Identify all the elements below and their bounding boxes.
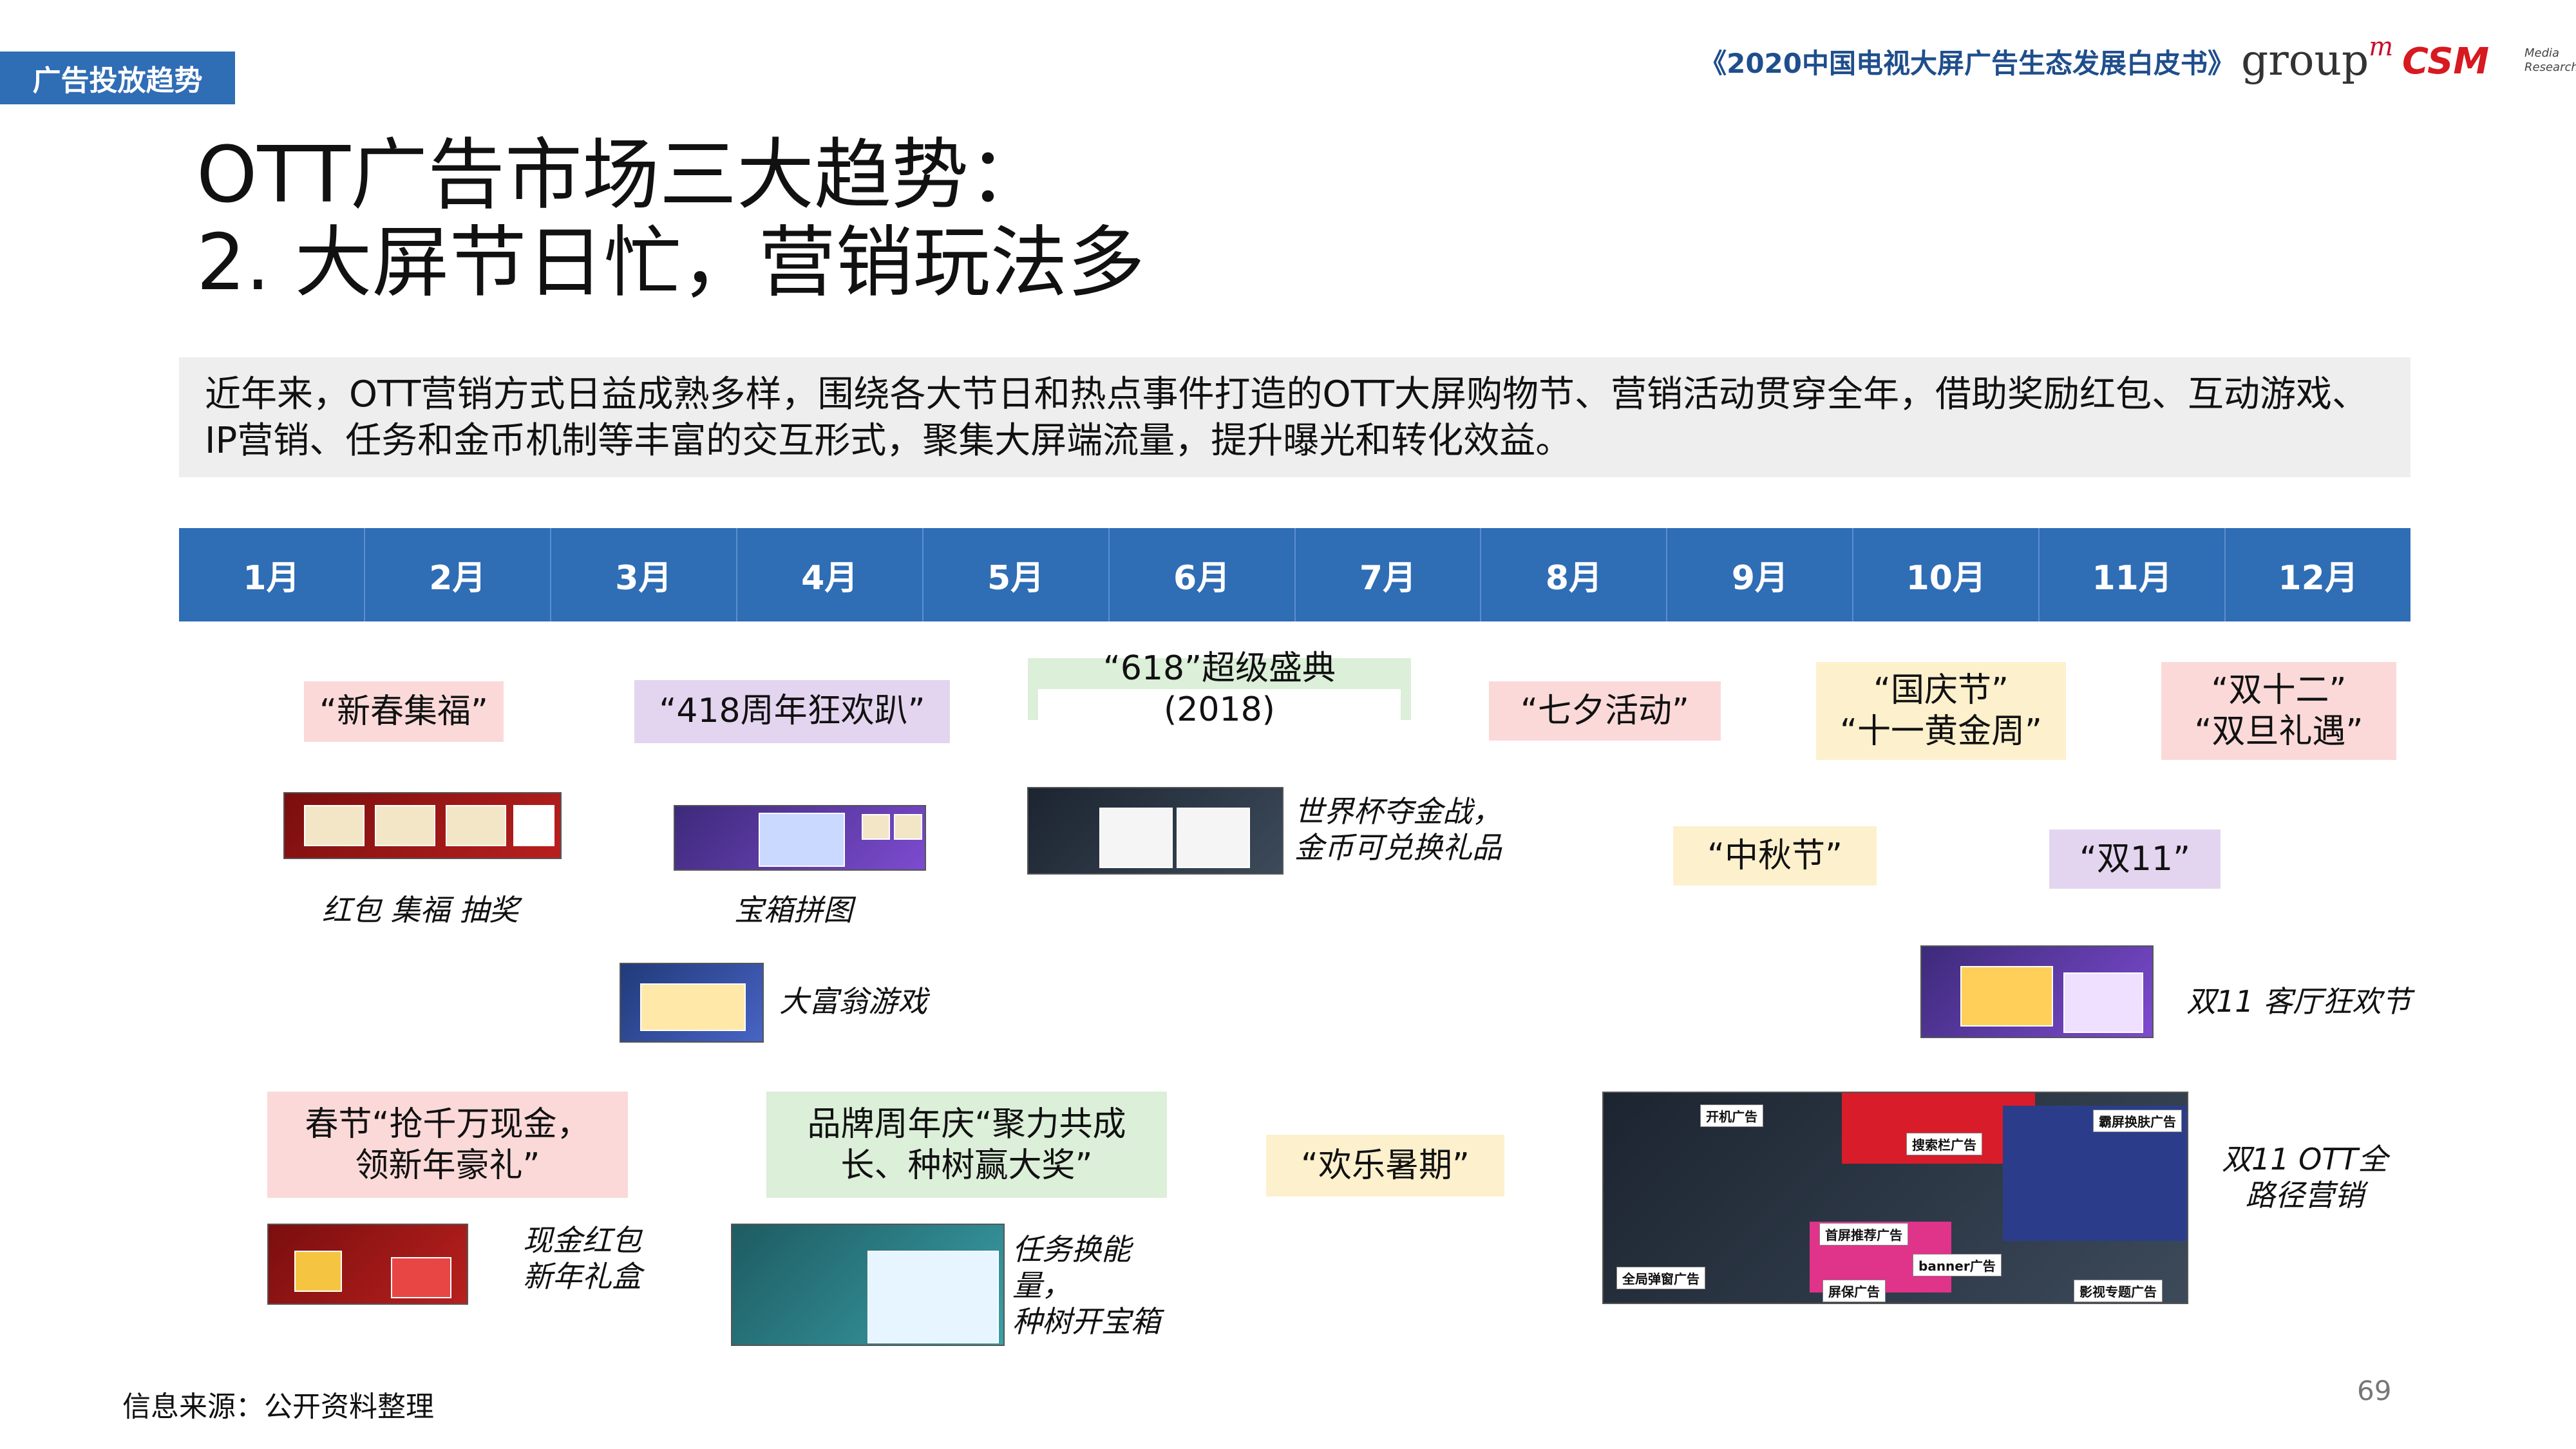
screenshot-renwu (731, 1224, 1005, 1346)
thumb-tile (446, 805, 506, 846)
qr-code-icon (513, 805, 554, 846)
thumb-tile (294, 1251, 342, 1292)
event-guoqing-line1: “国庆节” (1873, 671, 2009, 710)
month-timeline: 1月 2月 3月 4月 5月 6月 7月 8月 9月 10月 11月 12月 (179, 528, 2410, 621)
thumb-tile (759, 813, 845, 867)
month-10: 10月 (1852, 528, 2038, 621)
screenshot-s11-keting (1920, 945, 2154, 1038)
screenshot-s11-ott-collage: 开机广告 搜索栏广告 霸屏换肤广告 首屏推荐广告 全局弹窗广告 屏保广告 ban… (1602, 1092, 2188, 1304)
caption-s11-keting: 双11 客厅狂欢节 (2186, 984, 2412, 1019)
month-5: 5月 (922, 528, 1108, 621)
month-7: 7月 (1294, 528, 1481, 621)
caption-renwu-line1: 任务换能 (1012, 1232, 1131, 1267)
event-618-line1: “618”超级盛典 (1103, 649, 1336, 688)
page-number: 69 (2357, 1375, 2392, 1406)
screenshot-shijiebei (1027, 787, 1283, 875)
page-title-line1: OTT广告市场三大趋势： (196, 131, 1046, 220)
caption-s11-ott-line2: 路径营销 (2245, 1178, 2364, 1213)
event-shuang11: “双11” (2049, 829, 2221, 889)
thumb-tile (1099, 808, 1173, 868)
page-title: OTT广告市场三大趋势： 2. 大屏节日忙，营销玩法多 (196, 132, 1484, 307)
ott-label-pingbao: 屏保广告 (1823, 1280, 1886, 1302)
section-tag: 广告投放趋势 (0, 52, 235, 104)
caption-s11-ott-line1: 双11 OTT全 (2222, 1142, 2388, 1177)
csm-sub-media: Media (2524, 46, 2560, 60)
source-note: 信息来源：公开资料整理 (122, 1390, 434, 1423)
month-2: 2月 (363, 528, 550, 621)
ott-label-quanju: 全局弹窗广告 (1616, 1267, 1705, 1289)
ott-label-shouping: 首屏推荐广告 (1819, 1223, 1908, 1245)
thumb-tile (867, 1251, 999, 1343)
thumb-tile (640, 983, 746, 1031)
caption-dafuweng: 大富翁游戏 (779, 984, 927, 1019)
event-618-line2: (2018) (1038, 689, 1401, 730)
event-shuang12: “双十二” “双旦礼遇” (2161, 662, 2396, 760)
caption-xianjin-line1: 现金红包 (523, 1223, 641, 1258)
thumb-tile (894, 814, 922, 840)
thumb-tile (862, 814, 890, 840)
caption-xianjin: 现金红包 新年礼盒 (523, 1222, 641, 1294)
csm-logo-subtitle: Media Research (2524, 46, 2576, 85)
month-1: 1月 (243, 559, 300, 598)
ott-label-banner: banner广告 (1913, 1254, 2002, 1276)
month-4: 4月 (735, 528, 922, 621)
groupm-logo-sup: m (2369, 32, 2394, 62)
thumb-tile (391, 1257, 451, 1298)
csm-logo: CSM (2402, 40, 2490, 82)
thumb-tile (1960, 966, 2053, 1027)
event-guoqing-line2: “十一黄金周” (1840, 712, 2042, 751)
month-6: 6月 (1108, 528, 1294, 621)
month-3: 3月 (549, 528, 736, 621)
screenshot-hongbao (283, 792, 562, 859)
ott-label-yingshi: 影视专题广告 (2074, 1280, 2163, 1302)
csm-sub-research: Research (2524, 61, 2576, 74)
thumb-tile (2063, 972, 2143, 1033)
ott-label-sousuo: 搜索栏广告 (1906, 1133, 1982, 1155)
month-9: 9月 (1666, 528, 1852, 621)
intro-text: 近年来，OTT营销方式日益成熟多样，围绕各大节日和热点事件打造的OTT大屏购物节… (179, 357, 2410, 477)
thumb-tile (304, 805, 365, 846)
caption-shijiebei: 世界杯夺金战， 金币可兑换礼品 (1294, 793, 1502, 866)
event-618: “618”超级盛典 (2018) (1028, 649, 1411, 730)
caption-renwu-line3: 种树开宝箱 (1012, 1304, 1160, 1339)
caption-renwu: 任务换能 量， 种树开宝箱 (1012, 1231, 1160, 1340)
page-title-line2: 2. 大屏节日忙，营销玩法多 (196, 218, 1145, 308)
ott-label-bapin: 霸屏换肤广告 (2093, 1110, 2182, 1132)
event-shuqi: “欢乐暑期” (1266, 1135, 1504, 1197)
groupm-logo-text: group (2241, 35, 2369, 85)
event-pinpai: 品牌周年庆“聚力共成 长、种树赢大奖” (766, 1092, 1167, 1198)
event-pinpai-line1: 品牌周年庆“聚力共成 (807, 1104, 1126, 1144)
event-guoqing: “国庆节” “十一黄金周” (1816, 662, 2066, 760)
event-pinpai-line2: 长、种树赢大奖” (840, 1146, 1093, 1185)
caption-renwu-line2: 量， (1012, 1268, 1072, 1303)
screenshot-baoxiang (674, 805, 926, 871)
event-shuang12-line2: “双旦礼遇” (2194, 712, 2363, 751)
caption-s11-ott: 双11 OTT全 路径营销 (2222, 1141, 2388, 1213)
caption-shijiebei-line2: 金币可兑换礼品 (1294, 830, 1502, 865)
ott-label-kaiji: 开机广告 (1700, 1104, 1763, 1127)
screenshot-xianjin (267, 1224, 468, 1305)
caption-baoxiang: 宝箱拼图 (734, 893, 853, 927)
caption-xianjin-line2: 新年礼盒 (523, 1259, 641, 1294)
thumb-tile (375, 805, 435, 846)
month-11: 11月 (2038, 528, 2224, 621)
month-8: 8月 (1480, 528, 1666, 621)
caption-hongbao: 红包 集福 抽奖 (322, 893, 519, 927)
screenshot-dafuweng (620, 963, 764, 1043)
event-xinchun: “新春集福” (304, 681, 504, 742)
event-chunjie-line1: 春节“抢千万现金， (305, 1104, 591, 1144)
event-shuang12-line1: “双十二” (2211, 671, 2347, 710)
event-418: “418周年狂欢趴” (634, 680, 950, 743)
month-12: 12月 (2224, 528, 2410, 621)
event-chunjie-line2: 领新年豪礼” (355, 1146, 540, 1185)
event-qixi: “七夕活动” (1489, 681, 1721, 741)
event-chunjie: 春节“抢千万现金， 领新年豪礼” (267, 1092, 628, 1198)
thumb-tile (1177, 808, 1250, 868)
event-zhongqiu: “中秋节” (1673, 826, 1877, 886)
report-title: 《2020中国电视大屏广告生态发展白皮书》 (1700, 47, 2235, 79)
caption-shijiebei-line1: 世界杯夺金战， (1294, 794, 1502, 829)
